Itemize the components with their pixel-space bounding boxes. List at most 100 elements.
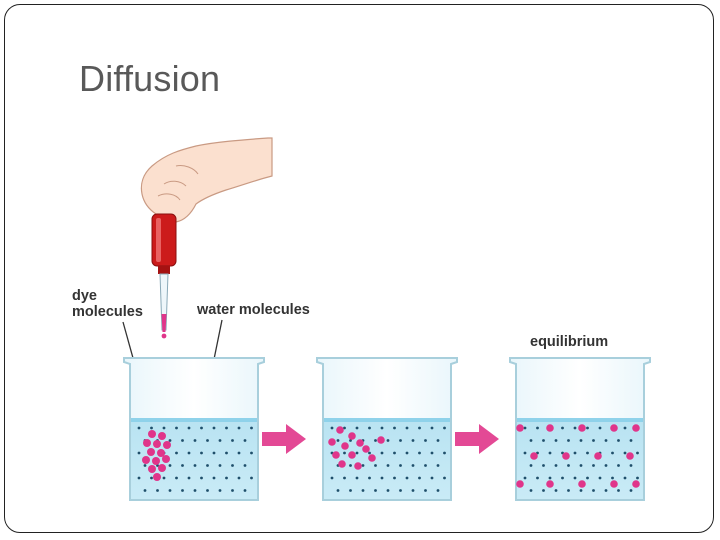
water-molecule bbox=[368, 476, 371, 480]
water-molecule bbox=[361, 489, 365, 492]
dye-molecule bbox=[562, 452, 570, 460]
water-molecule bbox=[380, 451, 384, 455]
water-molecule bbox=[542, 439, 545, 442]
water-molecule bbox=[536, 426, 539, 430]
water-molecule bbox=[436, 439, 440, 442]
water-molecule bbox=[243, 489, 247, 492]
water-molecule bbox=[349, 489, 352, 492]
water-molecule bbox=[405, 426, 409, 430]
water-molecule bbox=[604, 439, 608, 442]
water-molecule bbox=[355, 451, 359, 455]
water-molecule bbox=[523, 451, 527, 455]
water-molecule bbox=[443, 476, 446, 480]
water-molecule bbox=[430, 476, 434, 480]
water-molecule bbox=[156, 489, 159, 492]
dye-molecule bbox=[163, 441, 171, 449]
water-molecule bbox=[168, 464, 172, 467]
water-molecule bbox=[411, 439, 415, 442]
dye-molecule bbox=[157, 449, 165, 457]
water-molecule bbox=[200, 451, 203, 455]
water-molecule bbox=[567, 489, 570, 492]
water-molecule bbox=[542, 489, 545, 492]
water-molecule bbox=[218, 464, 222, 467]
dye-molecule bbox=[147, 448, 155, 456]
water-molecule bbox=[355, 476, 359, 480]
water-molecule bbox=[212, 476, 216, 480]
dye-molecule bbox=[626, 452, 634, 460]
dye-molecule bbox=[162, 455, 170, 463]
water-molecule bbox=[368, 451, 371, 455]
water-molecule bbox=[611, 451, 614, 455]
dye-molecule bbox=[546, 424, 554, 432]
dye-molecule bbox=[516, 424, 524, 432]
water-molecule bbox=[243, 439, 247, 442]
water-molecule bbox=[187, 451, 191, 455]
dye-molecule bbox=[148, 465, 156, 473]
water-molecule bbox=[361, 464, 365, 467]
water-molecule bbox=[175, 476, 178, 480]
water-molecule bbox=[418, 426, 421, 430]
water-molecule bbox=[592, 439, 595, 442]
hand-icon bbox=[140, 137, 273, 224]
water-molecule bbox=[193, 439, 197, 442]
dye-molecule bbox=[632, 424, 640, 432]
water-molecule bbox=[137, 426, 141, 430]
water-molecule bbox=[250, 426, 253, 430]
water-molecule bbox=[336, 489, 340, 492]
water-molecule bbox=[181, 439, 184, 442]
water-molecule bbox=[418, 476, 421, 480]
water-molecule bbox=[225, 451, 228, 455]
water-molecule bbox=[243, 464, 247, 467]
dye-label-line2: molecules bbox=[72, 304, 143, 320]
water-molecule bbox=[349, 464, 352, 467]
dye-molecule bbox=[348, 432, 356, 440]
water-molecule bbox=[405, 476, 409, 480]
water-molecule bbox=[212, 451, 216, 455]
dye-molecules bbox=[516, 424, 640, 488]
water-molecule bbox=[250, 451, 253, 455]
water-molecule bbox=[424, 439, 427, 442]
water-molecule bbox=[168, 489, 172, 492]
dye-molecule bbox=[158, 432, 166, 440]
water-molecule bbox=[225, 476, 228, 480]
water-molecule bbox=[598, 476, 602, 480]
water-molecule bbox=[523, 426, 527, 430]
right-arrow-icon bbox=[262, 424, 306, 454]
water-molecule bbox=[573, 426, 577, 430]
dye-molecule bbox=[338, 460, 346, 468]
water-molecule bbox=[218, 489, 222, 492]
water-molecule bbox=[573, 476, 577, 480]
water-molecule bbox=[436, 464, 440, 467]
water-molecule bbox=[554, 489, 558, 492]
dye-molecule bbox=[632, 480, 640, 488]
water-molecule bbox=[187, 476, 191, 480]
water-molecule bbox=[168, 439, 172, 442]
water-molecule bbox=[380, 426, 384, 430]
dye-molecule bbox=[610, 480, 618, 488]
water-molecule bbox=[193, 464, 197, 467]
water-molecule bbox=[237, 426, 241, 430]
dye-molecule bbox=[546, 480, 554, 488]
water-molecule bbox=[380, 476, 384, 480]
dye-molecule bbox=[348, 451, 356, 459]
water-molecule bbox=[604, 464, 608, 467]
water-molecule bbox=[175, 451, 178, 455]
water-molecule bbox=[343, 451, 346, 455]
water-molecule bbox=[393, 451, 396, 455]
dye-molecule bbox=[152, 457, 160, 465]
water-molecule bbox=[137, 476, 141, 480]
water-molecule bbox=[355, 426, 359, 430]
water-molecule bbox=[374, 489, 377, 492]
water-molecule bbox=[399, 439, 402, 442]
water-molecule bbox=[586, 426, 589, 430]
water-molecule bbox=[623, 451, 627, 455]
dye-molecule bbox=[148, 430, 156, 438]
water-molecule bbox=[137, 451, 141, 455]
dye-molecule bbox=[336, 426, 344, 434]
water-molecules bbox=[137, 426, 253, 492]
beaker-equilibrium bbox=[509, 357, 651, 501]
dye-molecule bbox=[362, 445, 370, 453]
dye-molecule bbox=[578, 424, 586, 432]
water-molecule bbox=[218, 439, 222, 442]
water-molecule bbox=[237, 476, 241, 480]
